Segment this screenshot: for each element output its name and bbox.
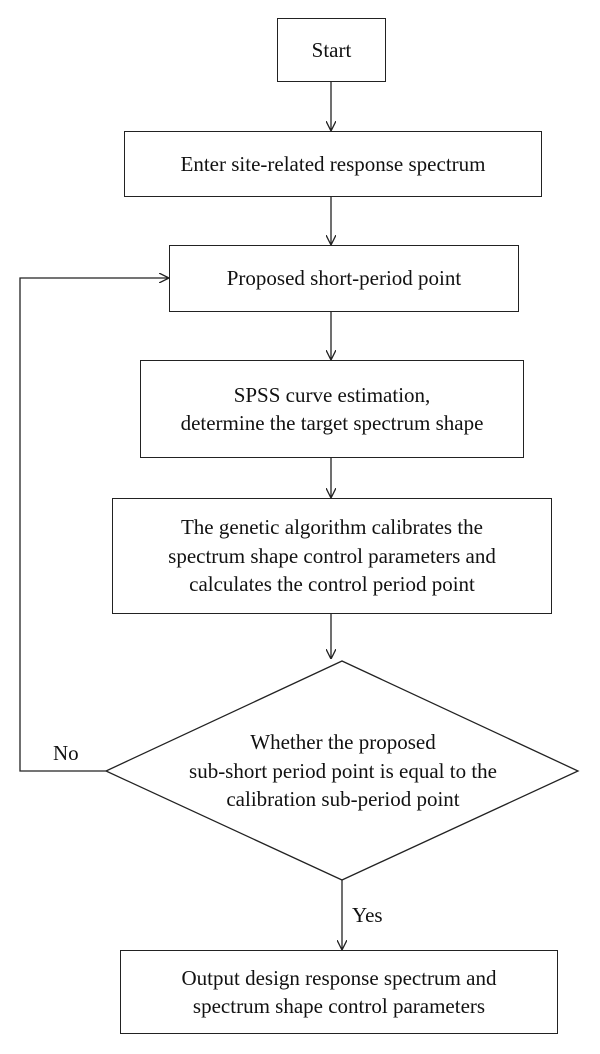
output-node: Output design response spectrum and spec… (120, 950, 558, 1034)
curve-estimation-node: SPSS curve estimation, determine the tar… (140, 360, 524, 458)
start-node: Start (277, 18, 386, 82)
proposed-point-node: Proposed short-period point (169, 245, 519, 312)
proposed-point-label: Proposed short-period point (226, 266, 462, 291)
output-label: Output design response spectrum and spec… (181, 965, 497, 1018)
yes-edge-label: Yes (352, 903, 383, 927)
no-edge-label: No (53, 741, 79, 765)
genetic-algorithm-node: The genetic algorithm calibrates the spe… (112, 498, 552, 614)
enter-spectrum-node: Enter site-related response spectrum (124, 131, 542, 197)
decision-label: Whether the proposed sub-short period po… (189, 730, 497, 812)
genetic-algorithm-label: The genetic algorithm calibrates the spe… (168, 515, 496, 597)
enter-spectrum-label: Enter site-related response spectrum (180, 151, 486, 176)
arrow-no-loop-back (19, 278, 168, 772)
curve-estimation-label: SPSS curve estimation, determine the tar… (180, 382, 484, 435)
start-label: Start (311, 37, 352, 62)
